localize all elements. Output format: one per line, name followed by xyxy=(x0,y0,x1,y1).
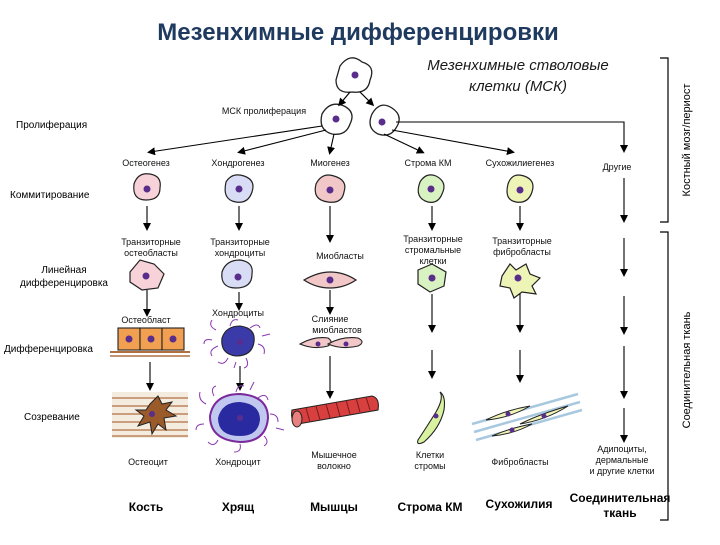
diff-osteo: Остеобласт xyxy=(121,315,170,325)
nucleus xyxy=(169,335,177,343)
chondrocyte-diff xyxy=(203,319,271,369)
fanout-arrows xyxy=(147,121,628,156)
osteoblast-row xyxy=(110,327,190,357)
nucleus xyxy=(142,272,150,280)
commit-chondro: Хондрогенез xyxy=(211,158,264,168)
transit-chondro-2: хондроциты xyxy=(215,248,265,258)
side-label-bone-marrow: Костный мозг/периост xyxy=(681,84,693,197)
msc-nucleus xyxy=(378,118,386,126)
msc-label-line1: Мезенхимные стволовые xyxy=(427,57,609,74)
nucleus xyxy=(509,427,515,433)
transit-osteo-2: остеобласты xyxy=(124,248,178,258)
stage-proliferation: Пролиферация xyxy=(16,119,87,131)
bracket-bone-marrow xyxy=(660,57,669,223)
diff-chondro: Хондроциты xyxy=(212,308,264,318)
diff-myo-1: Слияние xyxy=(312,314,349,324)
stage-commitment: Коммитирование xyxy=(10,190,90,201)
commit-osteo: Остеогенез xyxy=(122,158,170,168)
page-title: Мезенхимные дифференцировки xyxy=(157,19,559,46)
nucleus xyxy=(541,413,547,419)
nucleus xyxy=(433,413,439,419)
mature-tendon: Фибробласты xyxy=(491,457,548,467)
msc-nucleus xyxy=(332,115,340,123)
tissue-muscle: Мышцы xyxy=(310,500,358,514)
tissue-stroma: Строма КМ xyxy=(397,500,462,514)
mature-other-2: дермальные xyxy=(596,455,649,465)
nucleus xyxy=(149,411,155,417)
mature-stroma-1: Клетки xyxy=(416,450,444,460)
mature-other-1: Адипоциты, xyxy=(597,444,646,454)
msc-label-line2: клетки (МСК) xyxy=(469,78,567,95)
side-label-connective: Соединительная ткань xyxy=(681,311,693,428)
mature-other-3: и другие клетки xyxy=(589,466,654,476)
arrows-row3 xyxy=(143,238,628,335)
nucleus xyxy=(237,415,243,421)
nucleus xyxy=(505,411,511,417)
nucleus xyxy=(326,276,334,284)
nucleus xyxy=(343,341,349,347)
msc-cells xyxy=(320,57,400,136)
msc-proliferation-label: МСК пролиферация xyxy=(222,106,306,116)
arrows-row2 xyxy=(143,178,628,243)
stage-lineage-2: дифференцировка xyxy=(20,277,108,289)
transit-stroma-2: стромальные xyxy=(405,245,461,255)
stage-lineage-1: Линейная xyxy=(41,265,86,276)
commit-myo: Миогенез xyxy=(310,158,350,168)
transit-cell-tendon xyxy=(499,263,542,299)
mature-chondro: Хондроцит xyxy=(215,457,260,467)
myoblast-fusion xyxy=(298,337,363,349)
arrows-row4 xyxy=(146,346,628,443)
stage-maturation: Созревание xyxy=(24,412,80,423)
nucleus xyxy=(428,274,436,282)
commit-stroma: Строма КМ xyxy=(404,158,451,168)
mature-stroma-2: стромы xyxy=(414,461,445,471)
muscle-fiber xyxy=(291,395,379,428)
tissue-cartilage: Хрящ xyxy=(222,500,255,514)
osteocyte-mature xyxy=(112,392,188,438)
transit-tendon-1: Транзиторные xyxy=(492,236,552,246)
transit-stroma-3: клетки xyxy=(419,256,446,266)
nucleus xyxy=(143,185,151,193)
nucleus xyxy=(237,339,243,345)
transit-cells xyxy=(129,259,542,299)
nucleus xyxy=(516,186,524,194)
nucleus xyxy=(427,185,435,193)
commit-tendon: Сухожилиегенез xyxy=(486,158,555,168)
commit-other: Другие xyxy=(603,162,632,172)
nucleus xyxy=(125,335,133,343)
transit-myo: Миобласты xyxy=(316,251,364,261)
mature-myo-2: волокно xyxy=(317,461,351,471)
nucleus xyxy=(514,274,522,282)
bracket-connective xyxy=(660,231,669,521)
stromal-cell-mature xyxy=(417,391,446,445)
nucleus xyxy=(315,341,321,347)
msc-nucleus xyxy=(351,71,359,79)
nucleus xyxy=(234,273,242,281)
nucleus xyxy=(235,185,243,193)
tissue-connective-2: ткань xyxy=(603,506,636,520)
transit-chondro-1: Транзиторные xyxy=(210,237,270,247)
tissue-connective-1: Соединительная xyxy=(570,491,671,505)
transit-osteo-1: Транзиторные xyxy=(121,237,181,247)
mature-osteo: Остеоцит xyxy=(128,457,168,467)
nucleus xyxy=(326,186,334,194)
fibroblasts-mature xyxy=(471,392,583,442)
nucleus xyxy=(147,335,155,343)
chondrocyte-mature xyxy=(195,381,285,453)
stage-differentiation: Дифференцировка xyxy=(4,343,93,355)
transit-tendon-2: фибробласты xyxy=(493,247,551,257)
committed-cells xyxy=(133,173,534,203)
mature-myo-1: Мышечное xyxy=(311,450,357,460)
tissue-bone: Кость xyxy=(129,500,163,514)
tissue-tendon: Сухожилия xyxy=(486,497,553,511)
diff-myo-2: миобластов xyxy=(312,325,362,335)
transit-stroma-1: Транзиторные xyxy=(403,234,463,244)
